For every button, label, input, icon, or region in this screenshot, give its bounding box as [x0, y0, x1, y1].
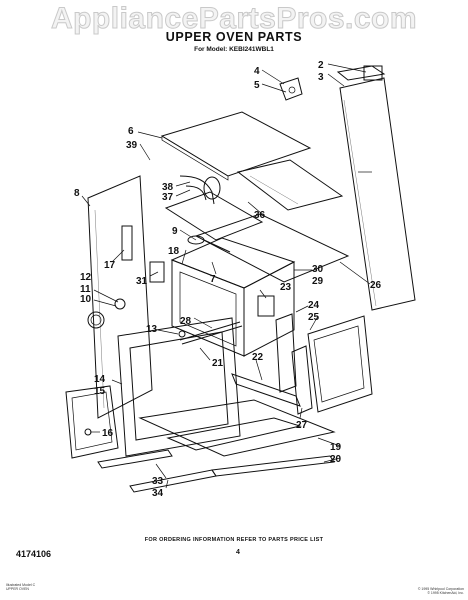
part-label-8: 8	[74, 188, 80, 199]
part-label-6: 6	[128, 126, 134, 137]
part-label-31: 31	[136, 276, 148, 287]
part-label-13: 13	[146, 324, 158, 335]
part-label-35: 37	[162, 192, 174, 203]
oven-cavity	[170, 237, 296, 357]
small-bracket	[279, 77, 303, 101]
part-label-23: 23	[280, 282, 292, 293]
part-label-38: 36	[254, 210, 266, 221]
part-label-21: 21	[212, 358, 224, 369]
part-label-12: 12	[80, 272, 92, 283]
part-label-10: 10	[80, 294, 92, 305]
insulation-wrap	[194, 213, 350, 283]
side-bracket	[121, 225, 133, 261]
part-labels: 2 3 4 5 6 39 38 37 8 36 9 17 18 7 30 29 …	[74, 60, 382, 499]
part-label-36: 38	[162, 182, 174, 193]
part-label-29: 28	[180, 316, 192, 327]
right-trim-panel	[307, 315, 373, 413]
part-label-33: 33	[152, 476, 164, 487]
diagram-subtitle: For Model: KEBI241WBL1	[194, 46, 274, 53]
bottom-panel	[138, 399, 336, 457]
left-side-panel	[87, 175, 153, 419]
page-number: 4	[236, 549, 240, 556]
part-label-18: 18	[168, 246, 180, 257]
top-cover	[160, 111, 312, 181]
top-bracket	[336, 65, 386, 81]
light-lens	[87, 298, 126, 329]
part-label-7: 7	[210, 274, 216, 285]
bake-element	[178, 321, 243, 345]
part-label-24: 24	[308, 300, 320, 311]
part-label-20: 20	[330, 454, 342, 465]
hinge-channel	[275, 313, 297, 393]
part-label-16: 16	[102, 428, 114, 439]
part-label-25: 25	[308, 312, 320, 323]
part-label-37: 39	[126, 140, 138, 151]
part-label-3: 3	[318, 72, 324, 83]
part-label-19: 19	[330, 442, 342, 453]
part-label-34: 34	[152, 488, 164, 499]
part-label-14: 14	[94, 374, 106, 385]
part-label-27: 29	[312, 276, 324, 287]
part-label-30: 30	[312, 264, 324, 275]
door-gasket	[65, 385, 119, 459]
part-label-17: 17	[104, 260, 116, 271]
vent-duct	[179, 175, 221, 205]
switch-bracket	[149, 261, 165, 283]
leader-lines	[81, 63, 372, 489]
rear-panel	[339, 77, 416, 311]
document-number: 4174106	[16, 549, 52, 559]
latch-bracket	[257, 295, 275, 317]
part-label-5: 5	[254, 80, 260, 91]
toe-strip	[97, 449, 335, 493]
watermark-text: AppliancePartsPros.com	[50, 2, 418, 36]
part-label-22: 22	[252, 352, 264, 363]
inner-top-panel	[164, 159, 344, 241]
part-label-11: 11	[80, 284, 91, 295]
part-label-15: 15	[94, 386, 106, 397]
part-label-4: 4	[254, 66, 260, 77]
diagram-title: UPPER OVEN PARTS	[165, 30, 303, 44]
part-label-28: 27	[296, 420, 308, 431]
part-label-26: 26	[370, 280, 382, 291]
front-frame	[117, 317, 241, 457]
door-hinge	[291, 345, 313, 415]
bottom-rail	[231, 373, 301, 407]
part-label-9: 9	[172, 226, 178, 237]
ordering-note: FOR ORDERING INFORMATION REFER TO PARTS …	[144, 537, 324, 543]
part-label-2: 2	[318, 60, 324, 71]
fine-print-right: © 1995 Whirlpool Corporation © 1995 Kitc…	[417, 587, 464, 595]
fine-print-left: Illustrated Model C UPPER OVEN	[6, 583, 36, 591]
